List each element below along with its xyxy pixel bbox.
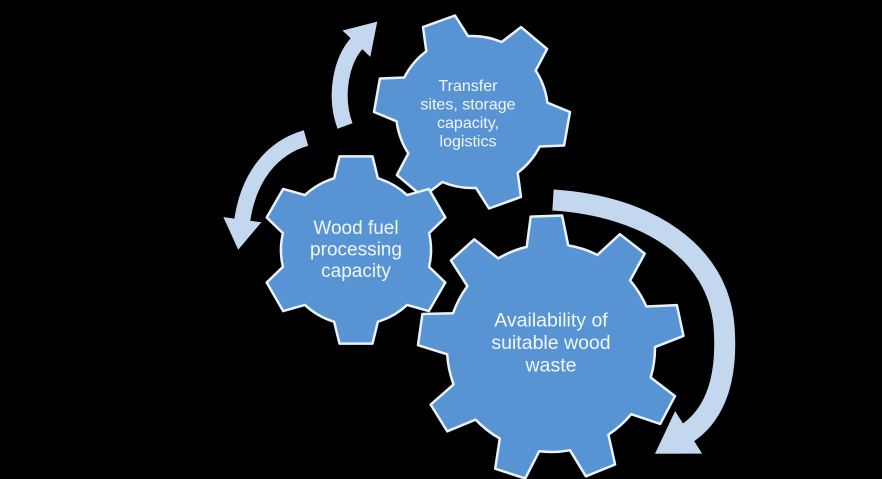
- curved-arrow-up-right-icon: [331, 21, 378, 129]
- gear-icon: [372, 14, 572, 210]
- gear-icon: [265, 155, 447, 345]
- gear-icon: [416, 214, 685, 479]
- curved-arrow-clockwise-icon: [552, 189, 736, 454]
- curved-arrow-down-left-icon: [223, 130, 309, 250]
